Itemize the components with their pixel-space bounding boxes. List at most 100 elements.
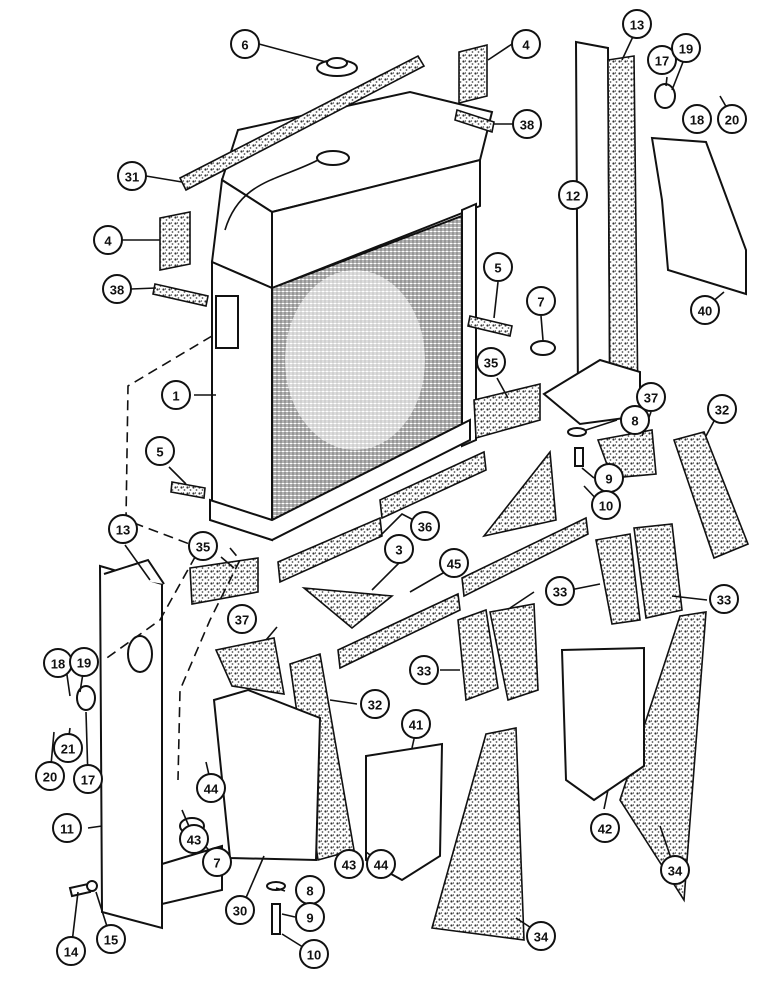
callout-number: 45 — [447, 557, 461, 572]
callout-number: 44 — [374, 858, 389, 873]
callout-number: 44 — [204, 782, 219, 797]
callout-10: 10 — [591, 490, 621, 520]
callout-circle — [401, 709, 431, 739]
callout-number: 8 — [631, 414, 638, 429]
callout-circle — [73, 764, 103, 794]
callout-18: 18 — [682, 104, 712, 134]
callout-circle — [409, 655, 439, 685]
callout-circle — [334, 849, 364, 879]
callout-number: 13 — [116, 523, 130, 538]
callout-circle — [225, 895, 255, 925]
callout-number: 31 — [125, 170, 139, 185]
callout-3: 3 — [384, 534, 414, 564]
callout-17: 17 — [647, 45, 677, 75]
callout-number: 18 — [51, 657, 65, 672]
callout-number: 35 — [484, 356, 498, 371]
callout-number: 9 — [605, 472, 612, 487]
callout-number: 37 — [644, 391, 658, 406]
callout-number: 33 — [717, 593, 731, 608]
callout-19: 19 — [69, 647, 99, 677]
callout-number: 12 — [566, 189, 580, 204]
callout-circle — [558, 180, 588, 210]
callout-circle — [295, 902, 325, 932]
callout-43: 43 — [179, 824, 209, 854]
callout-circle — [410, 511, 440, 541]
callout-number: 11 — [60, 822, 74, 837]
callout-circle — [671, 33, 701, 63]
callout-circle — [717, 104, 747, 134]
callout-number: 30 — [233, 904, 247, 919]
callout-circle — [439, 548, 469, 578]
callout-circle — [179, 824, 209, 854]
callout-19: 19 — [671, 33, 701, 63]
callout-circle — [53, 733, 83, 763]
callout-number: 13 — [630, 18, 644, 33]
right-side-frame — [542, 40, 747, 426]
callout-circle — [636, 382, 666, 412]
callout-21: 21 — [53, 733, 83, 763]
callout-30: 30 — [225, 895, 255, 925]
callout-36: 36 — [410, 511, 440, 541]
callout-circle — [108, 514, 138, 544]
callout-number: 15 — [104, 933, 118, 948]
callout-circle — [96, 924, 126, 954]
callout-number: 18 — [690, 113, 704, 128]
callout-18: 18 — [43, 648, 73, 678]
callout-circle — [69, 647, 99, 677]
callout-circle — [709, 584, 739, 614]
foam-strips — [152, 43, 750, 941]
callout-38: 38 — [102, 274, 132, 304]
callout-33: 33 — [409, 655, 439, 685]
callout-circle — [590, 813, 620, 843]
callout-number: 34 — [668, 864, 683, 879]
callout-43: 43 — [334, 849, 364, 879]
callout-number: 36 — [418, 520, 432, 535]
callout-circle — [511, 29, 541, 59]
callout-circle — [227, 604, 257, 634]
callout-4: 4 — [93, 225, 123, 255]
callout-37: 37 — [636, 382, 666, 412]
callout-33: 33 — [709, 584, 739, 614]
callout-number: 7 — [213, 856, 220, 871]
callout-44: 44 — [366, 849, 396, 879]
callout-number: 33 — [553, 585, 567, 600]
callout-7: 7 — [526, 286, 556, 316]
callout-35: 35 — [188, 531, 218, 561]
callout-circle — [93, 225, 123, 255]
callout-number: 38 — [110, 283, 124, 298]
callout-number: 4 — [104, 234, 112, 249]
callout-circle — [660, 855, 690, 885]
callout-circle — [620, 405, 650, 435]
callout-circle — [682, 104, 712, 134]
callout-13: 13 — [622, 9, 652, 39]
callout-8: 8 — [620, 405, 650, 435]
callout-number: 21 — [61, 742, 75, 757]
callout-number: 42 — [598, 822, 612, 837]
callout-number: 6 — [241, 38, 248, 53]
callout-33: 33 — [545, 576, 575, 606]
callout-circle — [366, 849, 396, 879]
callout-number: 19 — [679, 42, 693, 57]
radiator-cap — [316, 57, 358, 77]
callout-20: 20 — [35, 761, 65, 791]
callout-number: 32 — [368, 698, 382, 713]
callout-1: 1 — [161, 380, 191, 410]
callout-circle — [35, 761, 65, 791]
callout-40: 40 — [690, 295, 720, 325]
callout-5: 5 — [483, 252, 513, 282]
callout-number: 1 — [172, 389, 179, 404]
callout-20: 20 — [717, 104, 747, 134]
callout-number: 43 — [342, 858, 356, 873]
callout-circle — [202, 847, 232, 877]
callout-number: 20 — [725, 113, 739, 128]
callout-circle — [591, 490, 621, 520]
callout-circle — [384, 534, 414, 564]
callout-circle — [526, 921, 556, 951]
callout-41: 41 — [401, 709, 431, 739]
callout-9: 9 — [594, 463, 624, 493]
callout-circle — [512, 109, 542, 139]
callout-number: 3 — [395, 543, 402, 558]
callout-number: 17 — [81, 773, 95, 788]
callout-number: 34 — [534, 930, 549, 945]
